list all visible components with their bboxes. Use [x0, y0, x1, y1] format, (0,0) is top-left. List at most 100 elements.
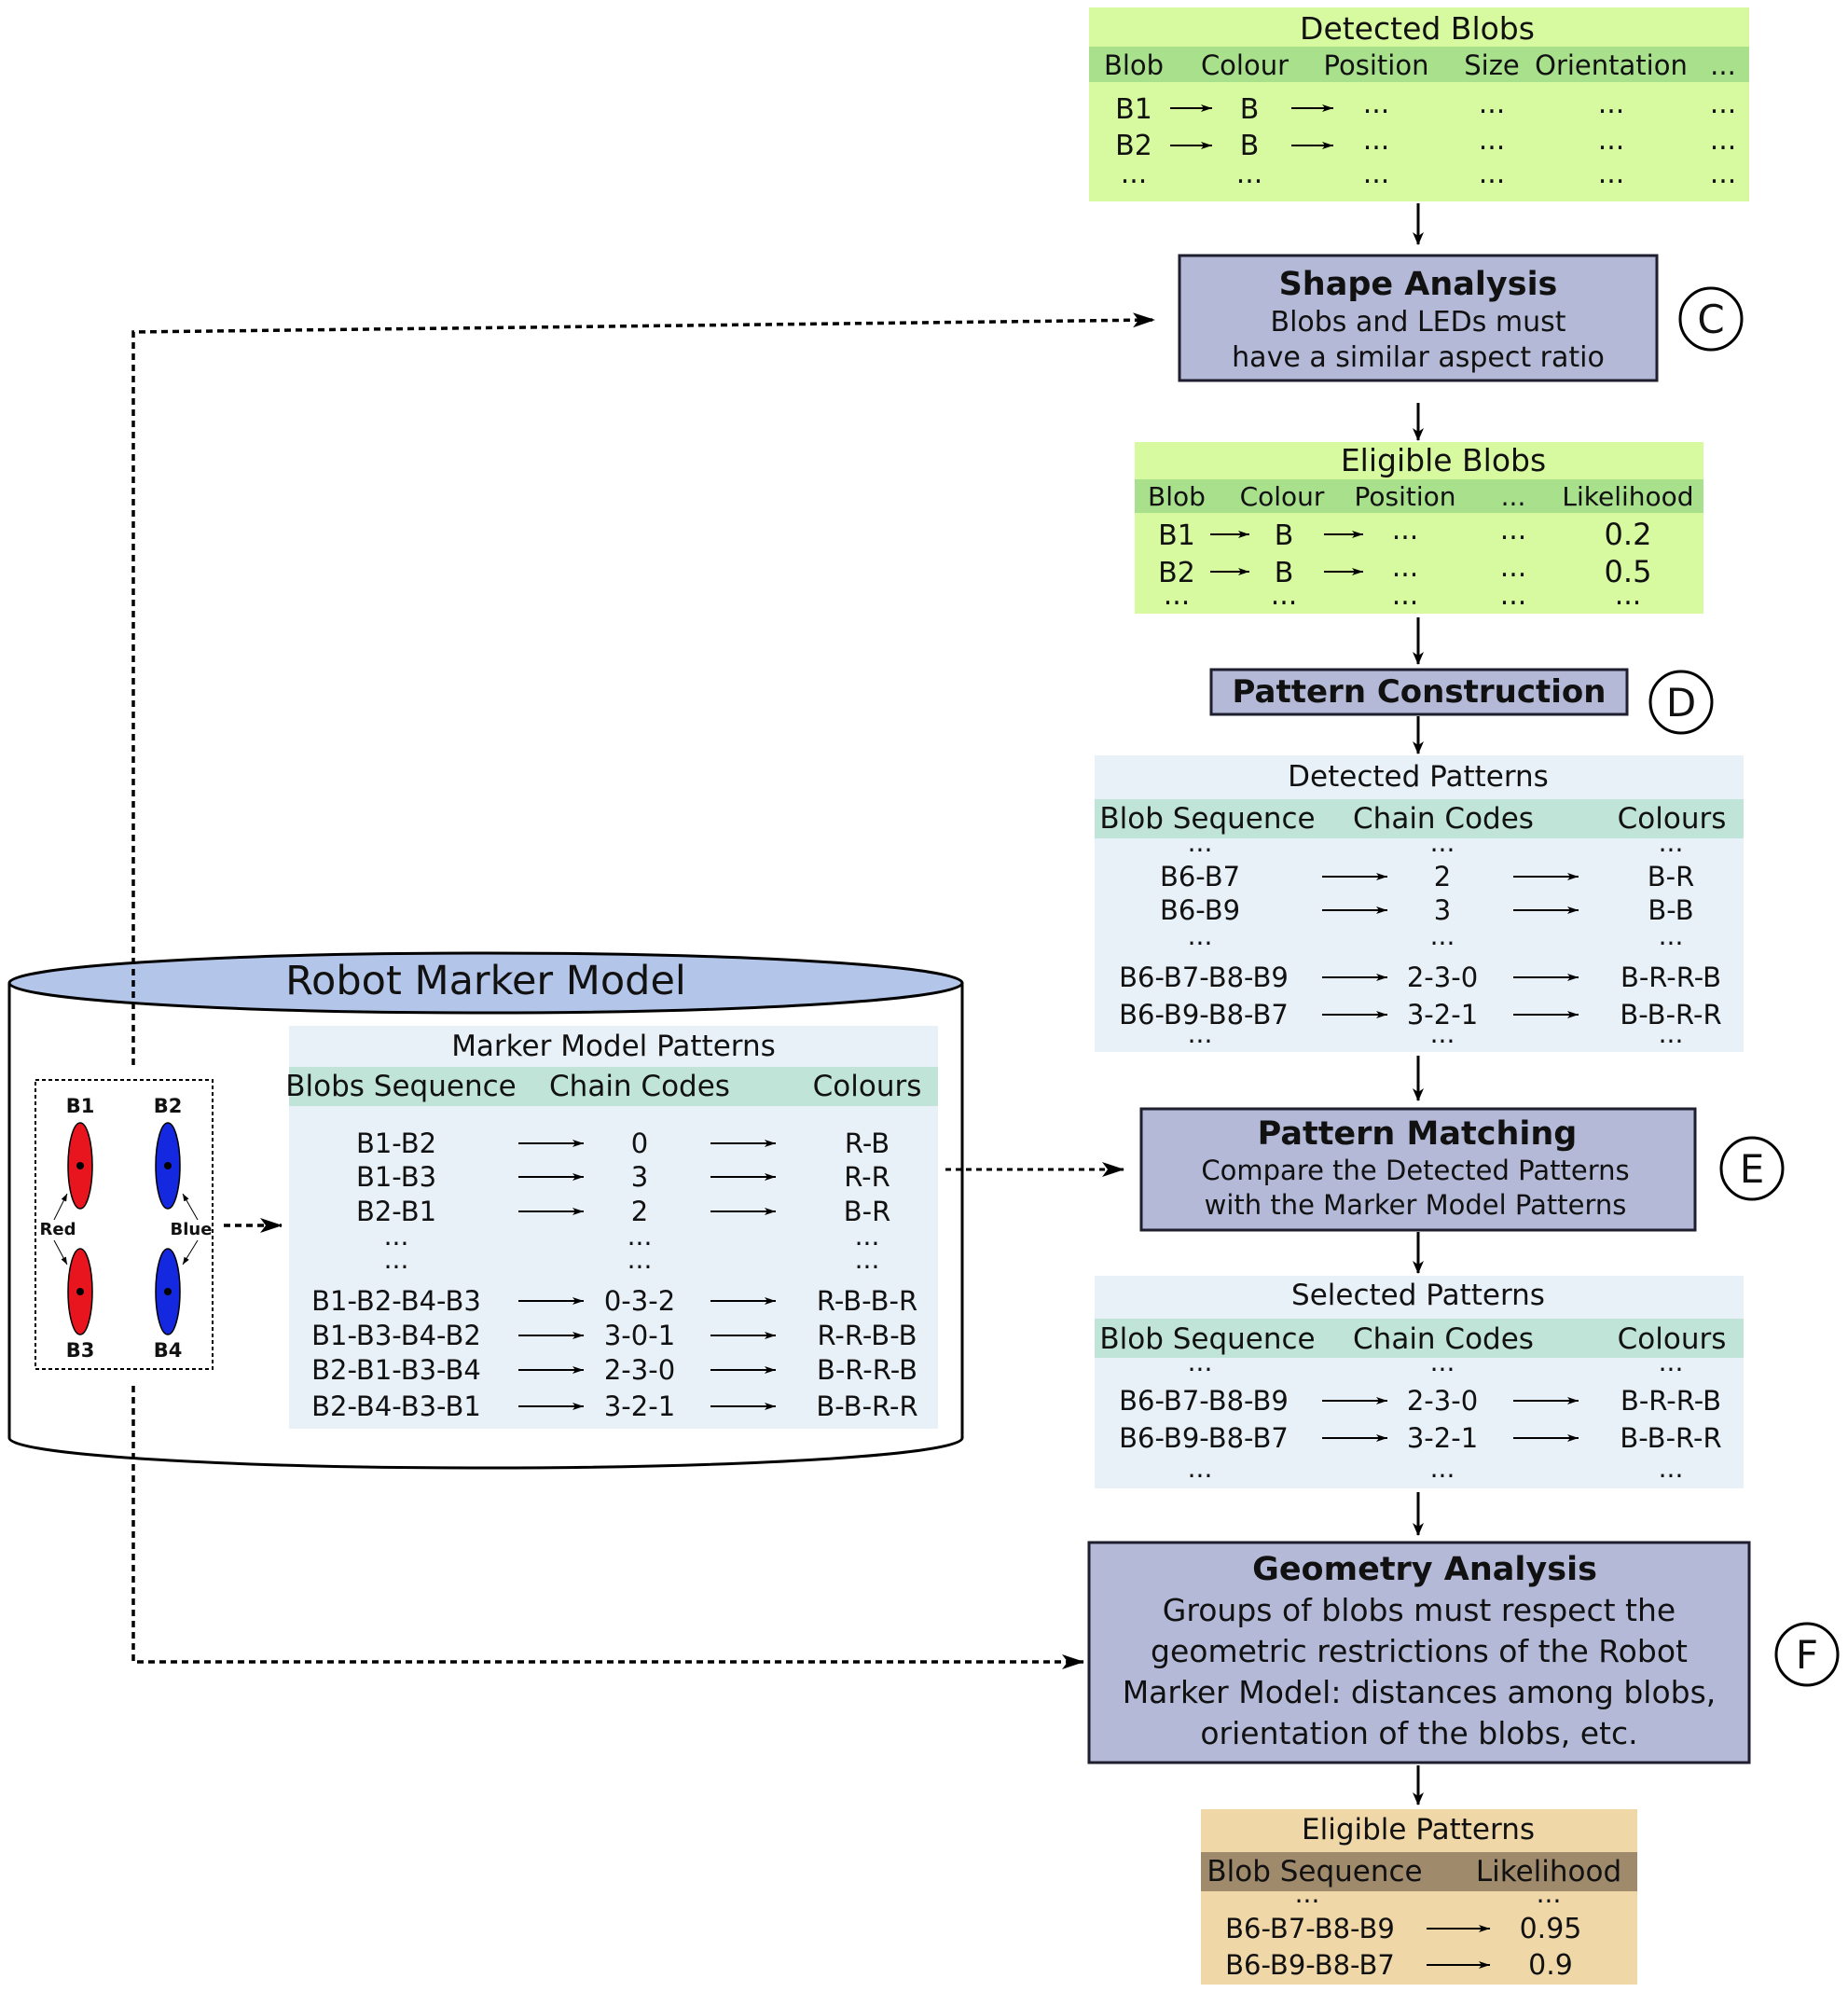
table-cell: B2 [1158, 557, 1195, 589]
table-cell: B [1275, 557, 1294, 589]
table-cell: B1-B3 [356, 1161, 436, 1193]
table-cell: ... [1710, 124, 1737, 157]
table-cell: R-R-B-B [817, 1320, 917, 1351]
table-cell: 2-3-0 [1407, 961, 1478, 993]
table-cell: ... [1430, 1453, 1455, 1484]
table-cell: B6-B7-B8-B9 [1225, 1913, 1395, 1944]
robot-marker-model-title: Robot Marker Model [285, 958, 686, 1004]
geometry-analysis-line: geometric restrictions of the Robot [1151, 1633, 1688, 1669]
table-cell: ... [1188, 1347, 1213, 1377]
table-cell: B1 [1158, 519, 1195, 552]
table-cell: ... [627, 1221, 653, 1252]
table-cell: R-B [845, 1127, 890, 1159]
table-cell: B2-B1 [356, 1196, 436, 1227]
header-chain-codes: Chain Codes [549, 1070, 730, 1103]
pattern-matching-line: with the Marker Model Patterns [1205, 1189, 1627, 1221]
table-cell: B6-B9-B8-B7 [1119, 999, 1289, 1031]
table-cell: ... [1659, 827, 1684, 858]
table-cell: ... [1479, 158, 1506, 190]
pattern-construction-title: Pattern Construction [1233, 673, 1607, 711]
table-cell: ... [384, 1244, 409, 1275]
eligible-patterns-panel: Eligible Patterns Blob Sequence Likeliho… [1201, 1809, 1637, 1985]
table-cell: 0.9 [1528, 1949, 1573, 1982]
table-cell: B-R-R-B [1620, 1385, 1721, 1417]
table-cell: ... [1392, 551, 1419, 584]
eligible-blobs-title: Eligible Blobs [1341, 442, 1546, 478]
table-cell: ... [1479, 88, 1506, 120]
table-cell: ... [1430, 827, 1455, 858]
step-badge-c: C [1678, 286, 1744, 352]
header-colours: Colours [813, 1070, 922, 1103]
table-cell: ... [1710, 158, 1737, 190]
table-cell: B1 [1115, 93, 1152, 126]
table-cell: ... [1164, 579, 1191, 612]
table-cell: 0.2 [1605, 517, 1652, 552]
table-cell: 3-2-1 [1407, 999, 1478, 1031]
blob-label-b1: B1 [66, 1095, 95, 1117]
table-cell: 2-3-0 [604, 1354, 675, 1386]
table-cell: B2-B1-B3-B4 [311, 1354, 481, 1386]
red-label: Red [40, 1220, 76, 1239]
shape-analysis-box: Shape Analysis Blobs and LEDs must have … [1178, 254, 1659, 382]
table-cell: R-R [844, 1161, 890, 1193]
table-cell: 3 [631, 1161, 648, 1193]
table-cell: B6-B9 [1160, 894, 1240, 926]
table-cell: ... [1659, 1453, 1684, 1484]
blob-label-b3: B3 [66, 1339, 95, 1362]
table-cell: 0.95 [1520, 1913, 1582, 1945]
dashed-connector-to-geometry-analysis [131, 1386, 1084, 1669]
blob-label-b2: B2 [154, 1095, 183, 1117]
table-cell: ... [1659, 1018, 1684, 1049]
table-cell: ... [1188, 1453, 1213, 1484]
table-cell: B [1240, 93, 1260, 126]
table-cell: ... [1295, 1878, 1320, 1909]
table-cell: ... [1271, 579, 1298, 612]
geometry-analysis-box: Geometry Analysis Groups of blobs must r… [1087, 1541, 1751, 1764]
table-cell: ... [1598, 158, 1625, 190]
table-cell: ... [1188, 827, 1213, 858]
step-badge-f: F [1774, 1622, 1840, 1687]
table-cell: ... [1500, 579, 1527, 612]
table-cell: 2 [631, 1196, 648, 1227]
shape-analysis-line: have a similar aspect ratio [1232, 341, 1605, 374]
step-badge-d: D [1648, 670, 1714, 735]
detected-blobs-title: Detected Blobs [1300, 10, 1535, 47]
table-cell: ... [1121, 158, 1148, 190]
header-colour: Colour [1201, 49, 1289, 81]
header-blob-sequence: Blob Sequence [1099, 802, 1315, 836]
table-cell: ... [1392, 514, 1419, 546]
header-orientation: Orientation [1535, 49, 1688, 81]
table-cell: ... [1188, 920, 1213, 951]
header-size: Size [1464, 49, 1520, 81]
table-cell: ... [1430, 1018, 1455, 1049]
table-cell: B6-B9-B8-B7 [1225, 1949, 1395, 1981]
table-cell: B-B-R-R [1620, 1422, 1721, 1454]
pattern-matching-title: Pattern Matching [1258, 1115, 1578, 1153]
blob-label-b4: B4 [154, 1339, 183, 1362]
table-cell: ... [627, 1244, 653, 1275]
table-cell: ... [1430, 1347, 1455, 1377]
table-cell: ... [1363, 158, 1390, 190]
selected-patterns-panel: Selected Patterns Blob Sequence Chain Co… [1095, 1276, 1744, 1488]
header-position: Position [1354, 481, 1455, 512]
geometry-analysis-title: Geometry Analysis [1252, 1551, 1597, 1588]
marker-model-patterns-panel: Marker Model Patterns Blobs Sequence Cha… [285, 1026, 938, 1429]
step-letter: E [1740, 1146, 1765, 1192]
table-cell: ... [1392, 579, 1419, 612]
table-cell: ... [1598, 88, 1625, 120]
table-cell: B-B [1648, 894, 1693, 926]
table-cell: B6-B7-B8-B9 [1119, 1385, 1289, 1417]
step-letter: C [1697, 297, 1724, 342]
table-cell: ... [1659, 1347, 1684, 1377]
table-cell: ... [1188, 1018, 1213, 1049]
header-colour: Colour [1240, 481, 1325, 512]
table-cell: R-B-B-R [817, 1285, 917, 1317]
table-cell: B2 [1115, 130, 1152, 162]
table-cell: B1-B3-B4-B2 [311, 1320, 481, 1351]
table-cell: B [1275, 519, 1294, 552]
table-cell: ... [1537, 1878, 1562, 1909]
table-cell: B2-B4-B3-B1 [311, 1390, 481, 1422]
table-cell: 3-0-1 [604, 1320, 675, 1351]
pattern-matching-line: Compare the Detected Patterns [1201, 1155, 1629, 1186]
table-cell: 0-3-2 [604, 1285, 675, 1317]
